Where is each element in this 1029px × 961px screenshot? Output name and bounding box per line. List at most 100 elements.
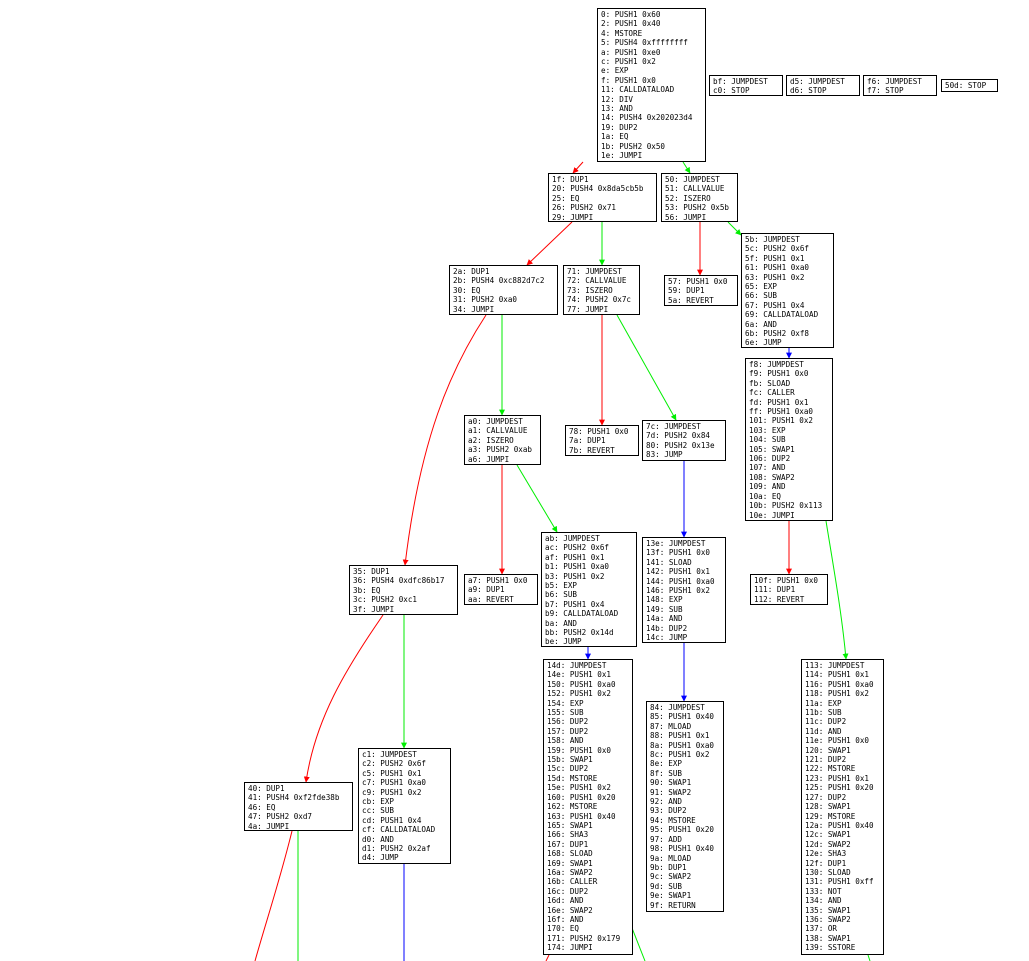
instruction-line: 74: PUSH2 0x7c — [567, 295, 632, 305]
instruction-line: 35: DUP1 — [353, 567, 390, 576]
instruction-line: 46: EQ — [248, 802, 276, 812]
instruction-line: 146: PUSH1 0x2 — [646, 586, 711, 596]
instruction-line: 50: JUMPDEST — [665, 175, 720, 184]
instruction-line: ab: JUMPDEST — [545, 534, 600, 543]
instruction-line: 10e: JUMPI — [749, 510, 795, 520]
instruction-line: 80: PUSH2 0x13e — [646, 440, 715, 450]
instruction-line: 127: DUP2 — [805, 792, 847, 802]
instruction-line: 8e: EXP — [650, 759, 683, 769]
instruction-line: cd: PUSH1 0x4 — [362, 815, 422, 825]
instruction-line: 111: DUP1 — [754, 585, 796, 595]
instruction-line: b1: PUSH1 0xa0 — [545, 562, 610, 572]
instruction-line: 7b: REVERT — [569, 445, 615, 455]
instruction-line: 13f: PUSH1 0x0 — [646, 548, 711, 558]
instruction-line: 31: PUSH2 0xa0 — [453, 295, 518, 305]
instruction-line: 20: PUSH4 0x8da5cb5b — [552, 184, 644, 194]
instruction-line: 9b: DUP1 — [650, 862, 687, 872]
instruction-line: 168: SLOAD — [547, 849, 593, 859]
instruction-line: bb: PUSH2 0x14d — [545, 628, 614, 638]
instruction-line: d1: PUSH2 0x2af — [362, 844, 431, 854]
instruction-line: d5: JUMPDEST — [790, 77, 845, 86]
instruction-line: 129: MSTORE — [805, 811, 856, 821]
instruction-line: 162: MSTORE — [547, 802, 598, 812]
edge-b71-to-b7c — [616, 314, 677, 421]
instruction-line: c9: PUSH1 0x2 — [362, 787, 422, 797]
instruction-line: 30: EQ — [453, 285, 481, 295]
instruction-line: 152: PUSH1 0x2 — [547, 689, 612, 699]
instruction-line: a9: DUP1 — [468, 585, 505, 595]
instruction-line: 59: DUP1 — [668, 286, 705, 296]
instruction-line: 10b: PUSH2 0x113 — [749, 501, 823, 511]
instruction-line: 103: EXP — [749, 425, 786, 435]
instruction-line: 169: SWAP1 — [547, 858, 593, 868]
instruction-line: 61: PUSH1 0xa0 — [745, 263, 810, 273]
instruction-line: 142: PUSH1 0x1 — [646, 567, 711, 577]
instruction-line: 57: PUSH1 0x0 — [668, 277, 728, 286]
instruction-line: 123: PUSH1 0x1 — [805, 773, 870, 783]
instruction-line: 15e: PUSH1 0x2 — [547, 783, 612, 793]
instruction-line: 8c: PUSH1 0x2 — [650, 750, 710, 760]
instruction-line: 65: EXP — [745, 282, 778, 292]
instruction-line: 133: NOT — [805, 886, 842, 896]
instruction-line: 34: JUMPI — [453, 304, 495, 314]
instruction-line: 154: EXP — [547, 698, 584, 708]
instruction-line: 90: SWAP1 — [650, 778, 692, 788]
instruction-line: 85: PUSH1 0x40 — [650, 712, 715, 722]
instruction-line: c5: PUSH1 0x1 — [362, 768, 422, 778]
instruction-line: 150: PUSH1 0xa0 — [547, 679, 616, 689]
instruction-line: 128: SWAP1 — [805, 802, 851, 812]
instruction-line: 1b: PUSH2 0x50 — [601, 141, 666, 151]
instruction-line: 13: AND — [601, 104, 634, 114]
instruction-line: 91: SWAP2 — [650, 787, 692, 797]
instruction-line: 2a: DUP1 — [453, 267, 490, 276]
instruction-line: 101: PUSH1 0x2 — [749, 416, 814, 426]
instruction-line: f9: PUSH1 0x0 — [749, 369, 809, 379]
instruction-line: 53: PUSH2 0x5b — [665, 203, 730, 213]
instruction-line: cc: SUB — [362, 806, 395, 816]
instruction-line: 155: SUB — [547, 708, 584, 718]
instruction-line: a2: ISZERO — [468, 435, 514, 445]
instruction-line: 116: PUSH1 0xa0 — [805, 679, 874, 689]
edge-b113-to-offscreen — [867, 954, 871, 961]
instruction-line: 94: MSTORE — [650, 815, 696, 825]
instruction-line: 47: PUSH2 0xd7 — [248, 812, 313, 822]
edge-b14d-to-offscreen-left — [545, 954, 550, 961]
instruction-line: 5: PUSH4 0xffffffff — [601, 38, 688, 48]
instruction-line: 40: DUP1 — [248, 784, 285, 793]
instruction-line: 1a: EQ — [601, 132, 629, 142]
basic-block-0x50d[interactable]: 50d: STOP — [941, 79, 998, 92]
instruction-line: 171: PUSH2 0x179 — [547, 933, 621, 943]
instruction-line: 15b: SWAP1 — [547, 755, 593, 765]
instruction-line: 16b: CALLER — [547, 877, 598, 887]
instruction-line: 137: OR — [805, 924, 838, 934]
instruction-line: 1e: JUMPI — [601, 151, 643, 161]
instruction-line: 11: CALLDATALOAD — [601, 85, 675, 95]
instruction-line: 9d: SUB — [650, 881, 683, 891]
instruction-line: 109: AND — [749, 482, 786, 492]
instruction-line: 11e: PUSH1 0x0 — [805, 736, 870, 746]
